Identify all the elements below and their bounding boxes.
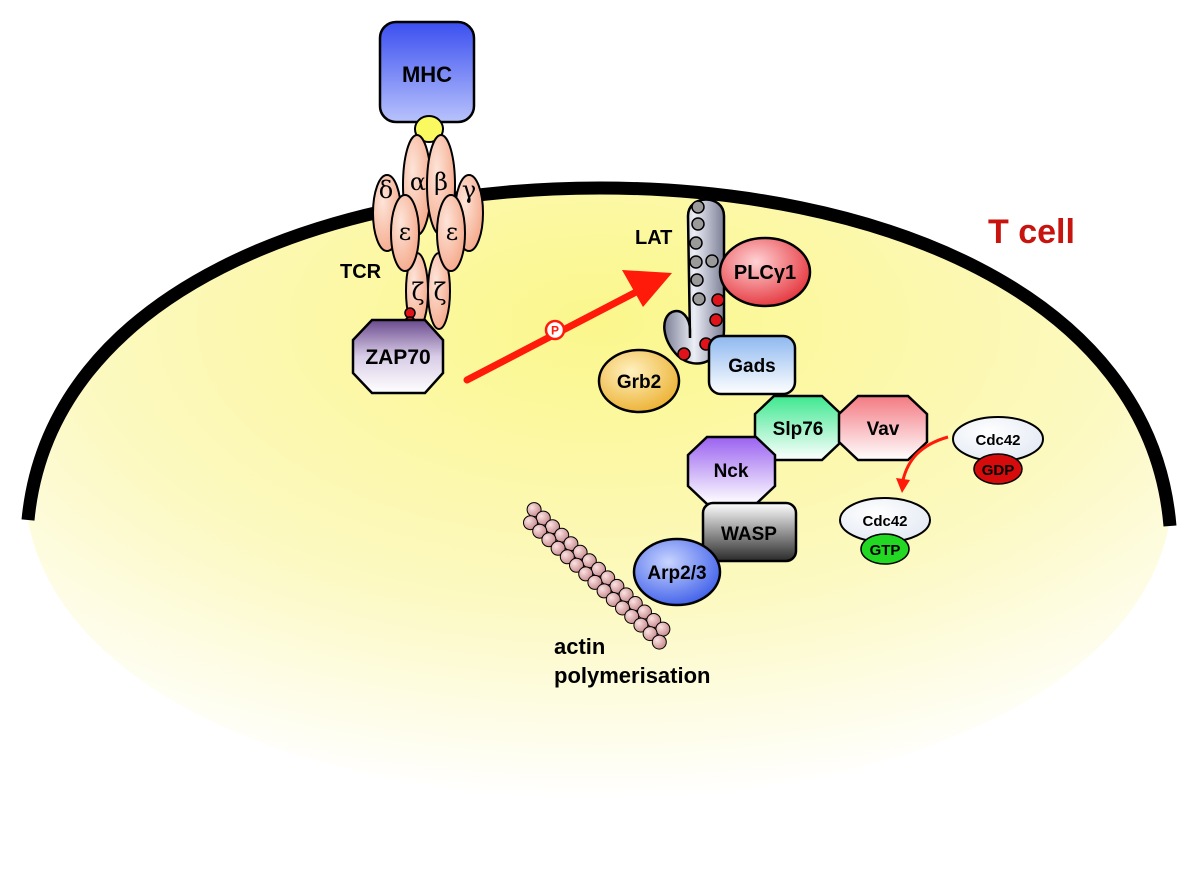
plcg1-label: PLCγ1 (734, 262, 796, 284)
actin-monomer (651, 634, 667, 650)
zeta-right-label: ζ (433, 278, 446, 306)
actin-label-line2: polymerisation (554, 663, 710, 688)
actin-monomer (615, 600, 630, 616)
actin-monomer (624, 609, 640, 624)
epsilon-left-label: ε (399, 218, 411, 246)
wasp-label: WASP (721, 524, 777, 545)
cytoplasm (28, 188, 1170, 800)
actin-monomer (559, 549, 575, 565)
actin-monomer (569, 557, 584, 573)
gamma-label: γ (462, 176, 476, 204)
gads-box (707, 334, 797, 396)
mhc: MHC (378, 20, 476, 124)
lat-site-gray (691, 200, 705, 214)
grb2: Grb2 (597, 348, 681, 414)
lat-site-gray (692, 292, 706, 306)
actin-monomer (587, 574, 603, 590)
arp23-ellipse (632, 537, 722, 607)
vav-octagon (837, 394, 929, 462)
slp76-octagon (753, 394, 843, 462)
lat-site-phospho (677, 347, 691, 361)
arrowhead-icon (622, 270, 672, 307)
actin-monomer (655, 621, 671, 637)
cell-label: T cell (988, 213, 1075, 251)
cdc42-gdp: Cdc42 GDP (952, 416, 1044, 485)
grb2-label: Grb2 (617, 372, 661, 393)
lat-site-gray (705, 254, 719, 268)
actin-monomer (532, 523, 548, 539)
actin-monomer (550, 540, 566, 556)
mhc-label: MHC (402, 62, 452, 87)
lat-site-gray (689, 255, 703, 269)
actin-monomer (642, 626, 658, 642)
phospho-icon: P (544, 319, 566, 341)
wasp: WASP (701, 501, 798, 563)
nck-label: Nck (714, 461, 749, 482)
cdc42-gtp-name: Cdc42 (862, 513, 907, 530)
nck: Nck (686, 435, 777, 506)
actin-monomer (596, 583, 612, 599)
activation-arrow (901, 435, 949, 481)
cdc42-gtp: Cdc42 GTP (839, 497, 931, 565)
plasma-membrane (21, 181, 1177, 527)
lat-sites (677, 200, 725, 361)
slp76-label: Slp76 (773, 419, 824, 440)
delta-label: δ (379, 176, 393, 204)
lat-site-phospho (711, 293, 725, 307)
alpha-label: α (410, 168, 426, 196)
epsilon-left-chain (390, 194, 420, 272)
grb2-ellipse (597, 348, 681, 414)
gtp-ellipse (860, 533, 910, 565)
zap70: ZAP70 (351, 318, 445, 395)
zeta-left-label: ζ (411, 278, 424, 306)
gads: Gads (707, 334, 797, 396)
lat-site-gray (690, 273, 704, 287)
phospho-label: P (551, 324, 559, 338)
gdp-label: GDP (982, 462, 1015, 479)
activation-arrowhead-icon (896, 478, 910, 493)
actin-monomer (541, 532, 557, 548)
actin-label-line1: actin (554, 634, 605, 659)
plcg1-ellipse (718, 236, 812, 308)
lat-site-gray (691, 217, 705, 231)
actin-monomer (605, 592, 621, 607)
arp23: Arp2/3 (632, 537, 722, 607)
slp76: Slp76 (753, 394, 843, 462)
vav-label: Vav (867, 419, 900, 440)
actin-monomer (523, 515, 538, 531)
gdp-ellipse (973, 453, 1023, 485)
vav: Vav (837, 394, 929, 462)
lat-label: LAT (635, 227, 672, 249)
zap70-label: ZAP70 (365, 346, 430, 369)
epsilon-right-label: ε (446, 218, 458, 246)
tcr-label: TCR (340, 261, 382, 283)
beta-label: β (434, 168, 448, 196)
lat-site-phospho (709, 313, 723, 327)
gtp-label: GTP (870, 542, 901, 559)
epsilon-right-chain (436, 194, 466, 272)
wasp-box (701, 501, 798, 563)
lat-site-gray (689, 236, 703, 250)
peptide (414, 115, 444, 143)
plcg1: PLCγ1 (718, 236, 812, 308)
actin-monomer (578, 566, 594, 582)
gads-label: Gads (728, 356, 776, 377)
actin-monomer (633, 617, 649, 633)
actin-filament (523, 502, 671, 650)
cdc42-gdp-name: Cdc42 (975, 432, 1020, 449)
arp23-label: Arp2/3 (647, 563, 706, 584)
zap70-octagon (351, 318, 445, 395)
tcr-complex: δ α β γ ε ε ζ ζ (372, 134, 484, 330)
